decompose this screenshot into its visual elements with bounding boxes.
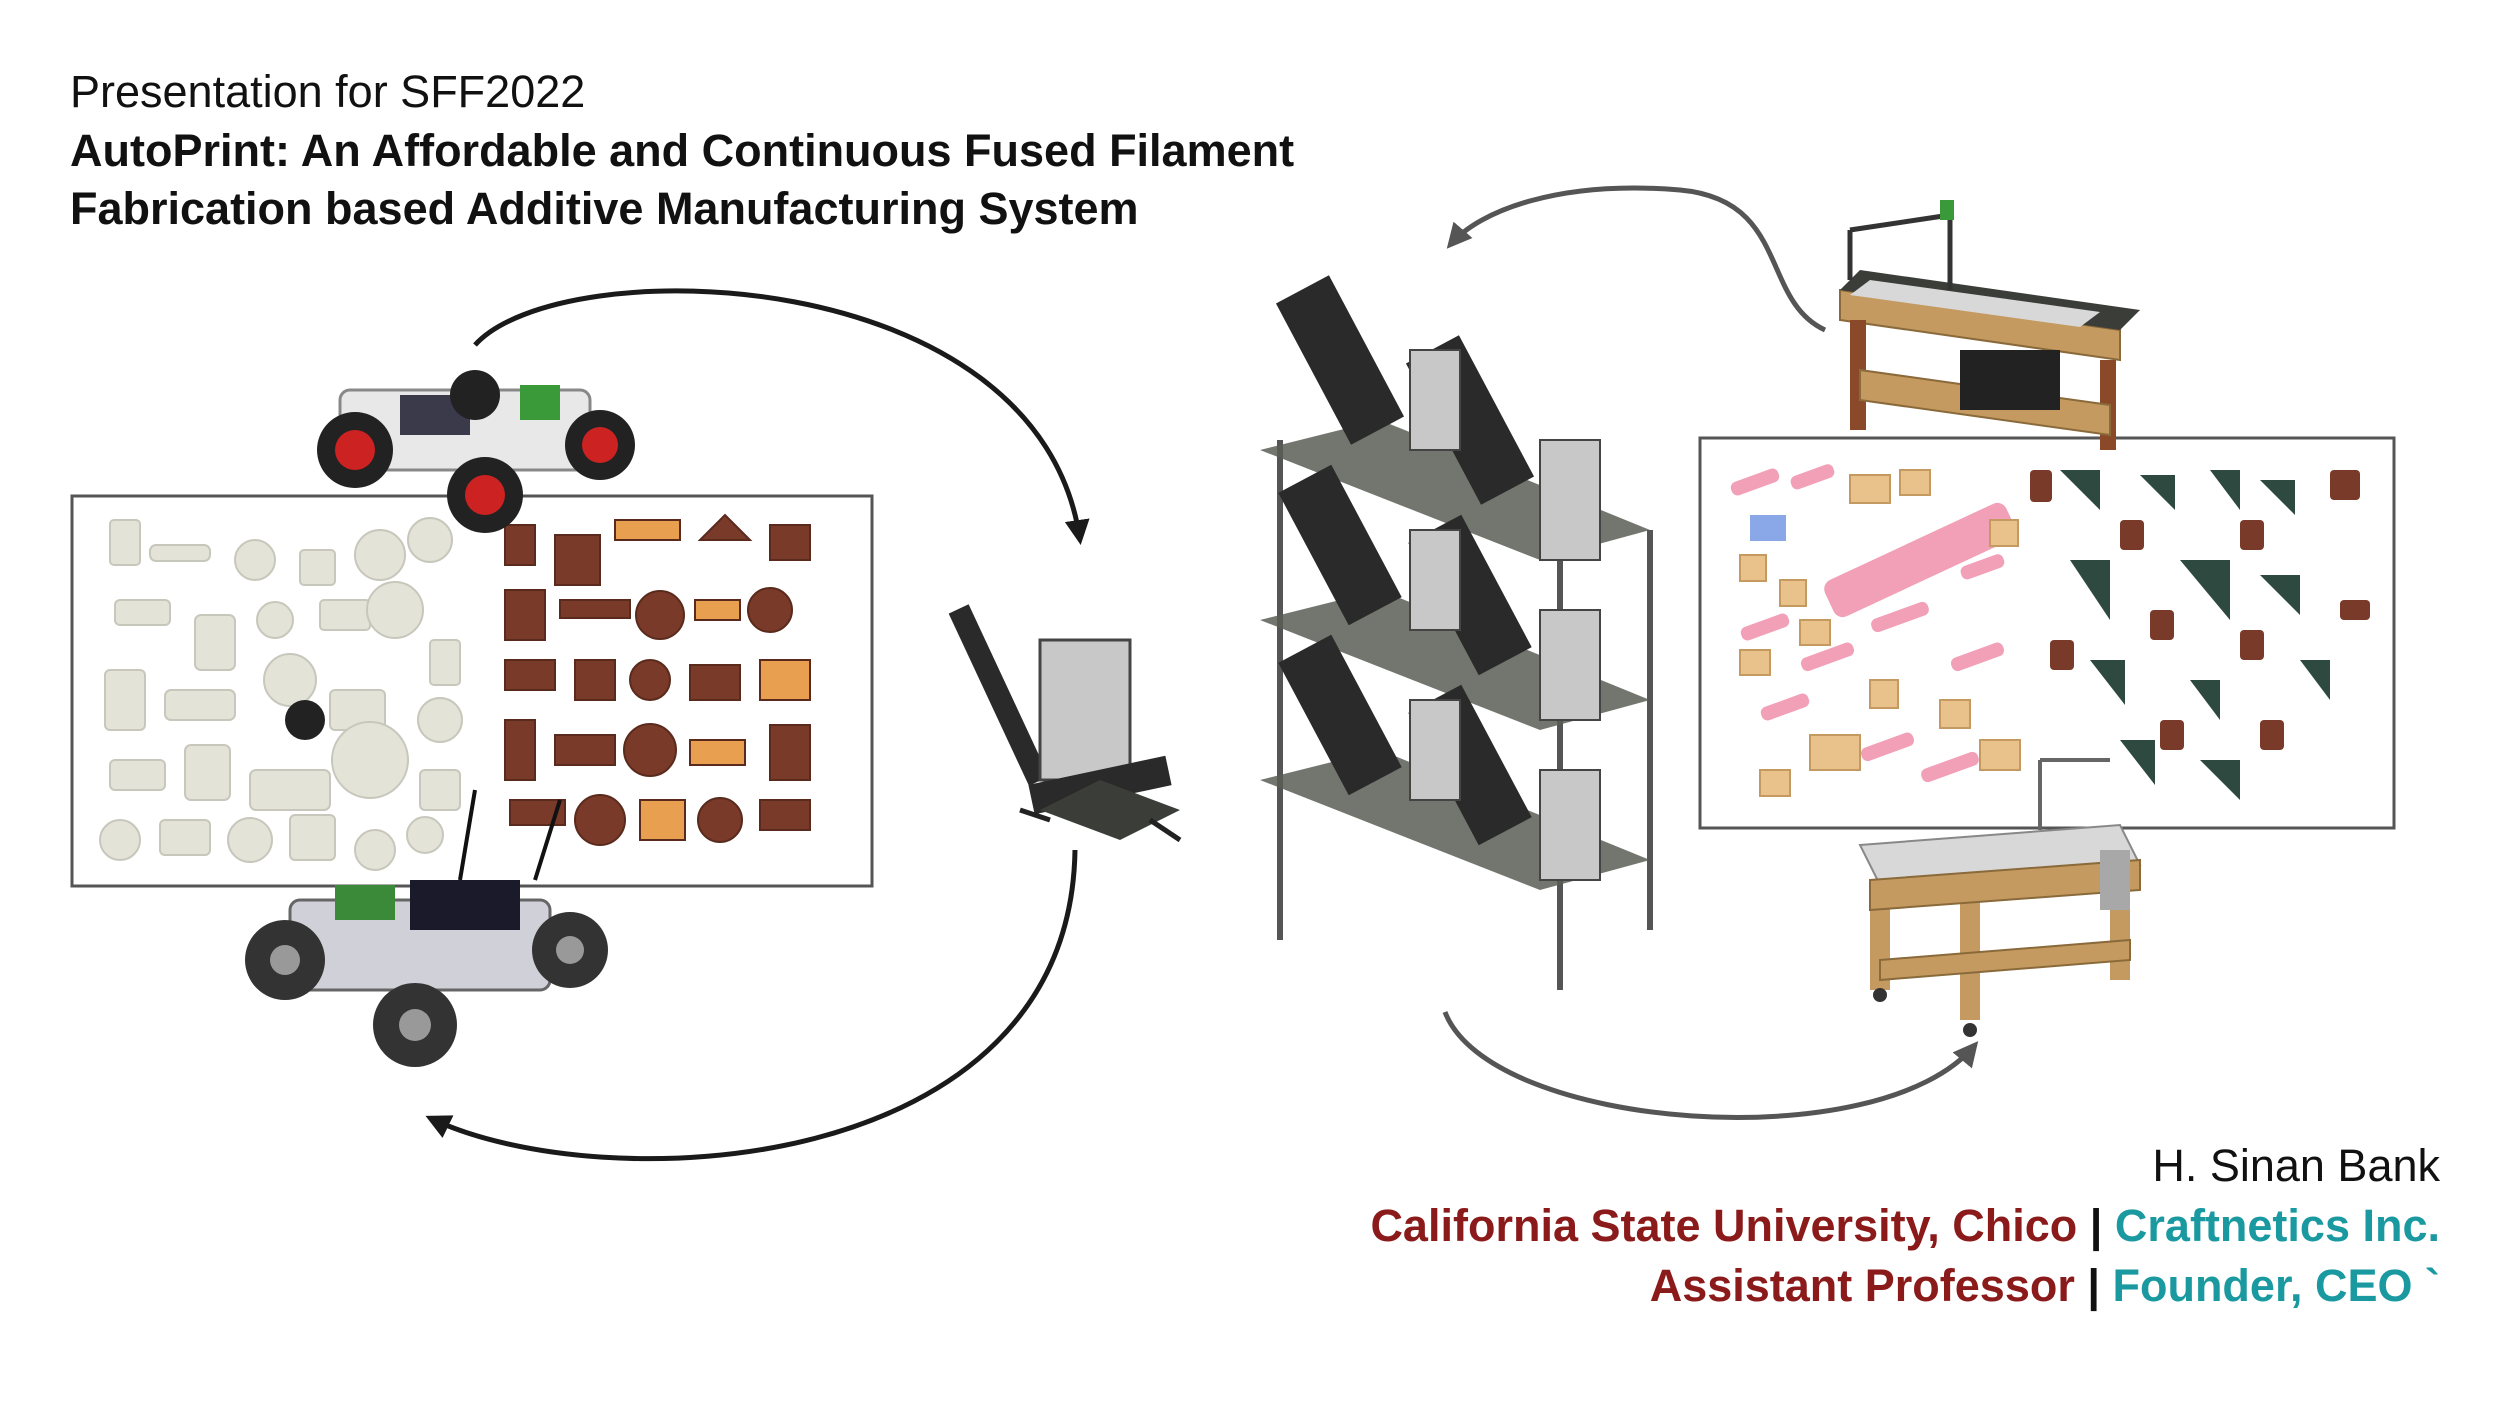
affiliation-line: California State University, Chico | Cra… bbox=[1370, 1196, 2440, 1256]
university-name: California State University, Chico bbox=[1370, 1200, 2078, 1251]
company-name: Craftnetics Inc. bbox=[2114, 1200, 2440, 1251]
wooden-machine-top bbox=[1839, 200, 2140, 450]
parts-panel-right bbox=[1698, 436, 2396, 830]
academic-role: Assistant Professor bbox=[1649, 1260, 2075, 1311]
printer-farm-rack bbox=[1260, 275, 1653, 990]
dark-parts-group bbox=[2060, 470, 2330, 800]
title-block: Presentation for SFF2022 AutoPrint: An A… bbox=[70, 62, 1294, 238]
arrow-top-right bbox=[1446, 185, 1827, 333]
pink-parts-group bbox=[1730, 464, 2016, 783]
company-role: Founder, CEO ` bbox=[2112, 1260, 2440, 1311]
arrow-top-left bbox=[473, 288, 1090, 545]
separator: | bbox=[2089, 1200, 2103, 1251]
brown-parts-group bbox=[504, 513, 811, 846]
wooden-machine-bottom bbox=[1858, 758, 2142, 1037]
brown-small-parts-group bbox=[2030, 470, 2370, 750]
arrow-bottom-right bbox=[1442, 1011, 1979, 1120]
rc-car-bottom bbox=[245, 789, 608, 1067]
title-line-2: Fabrication based Additive Manufacturing… bbox=[70, 183, 1139, 234]
author-block: H. Sinan Bank California State Universit… bbox=[1370, 1136, 2440, 1316]
blue-part bbox=[1750, 515, 1786, 541]
parts-panel-left bbox=[70, 494, 874, 888]
presentation-subtitle: Presentation for SFF2022 bbox=[70, 66, 586, 117]
rc-car-top bbox=[317, 370, 635, 533]
arrow-bottom-left bbox=[425, 849, 1078, 1162]
black-gear-part bbox=[285, 700, 325, 740]
title-line-1: AutoPrint: An Affordable and Continuous … bbox=[70, 125, 1295, 176]
single-printer bbox=[948, 604, 1182, 843]
light-parts-group bbox=[99, 517, 463, 871]
orange-parts-group bbox=[1739, 469, 2021, 797]
separator: | bbox=[2087, 1260, 2100, 1311]
role-line: Assistant Professor | Founder, CEO ` bbox=[1370, 1256, 2440, 1316]
author-name: H. Sinan Bank bbox=[2152, 1140, 2440, 1191]
